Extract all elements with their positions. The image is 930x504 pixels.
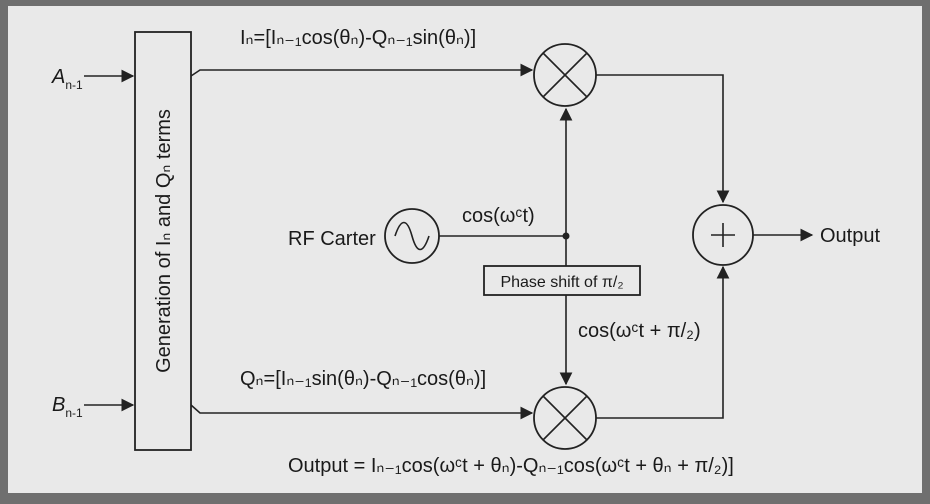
adder: [692, 204, 754, 266]
i-equation: Iₙ=[Iₙ₋₁cos(θₙ)-Qₙ₋₁sin(θₙ)]: [240, 27, 476, 49]
top-multiplier: [533, 43, 597, 107]
oscillator: [384, 208, 440, 264]
top-to-adder-wire: [596, 74, 730, 204]
shifted-signal: cos(ωᶜt + π/₂): [578, 320, 701, 342]
bottom-to-adder-wire: [596, 265, 730, 419]
carrier-signal: cos(ωᶜt): [462, 205, 535, 227]
generator-block: [134, 31, 192, 451]
output-equation: Output = Iₙ₋₁cos(ωᶜt + θₙ)-Qₙ₋₁cos(ωᶜt +…: [288, 455, 734, 477]
q-path-wire: [190, 404, 534, 420]
input-a-label: An-1: [51, 66, 83, 92]
phase-shift-block: [483, 265, 641, 296]
carrier-label: RF Carter: [288, 228, 376, 250]
output-label: Output: [820, 225, 880, 247]
bottom-multiplier: [533, 386, 597, 450]
q-equation: Qₙ=[Iₙ₋₁sin(θₙ)-Qₙ₋₁cos(θₙ)]: [240, 368, 486, 390]
phase-shift-label: Phase shift of π/₂: [500, 274, 623, 291]
i-path-wire: [190, 63, 534, 77]
generator-label: Generation of Iₙ and Qₙ terms: [153, 109, 175, 373]
input-b-label: Bn-1: [52, 394, 83, 420]
